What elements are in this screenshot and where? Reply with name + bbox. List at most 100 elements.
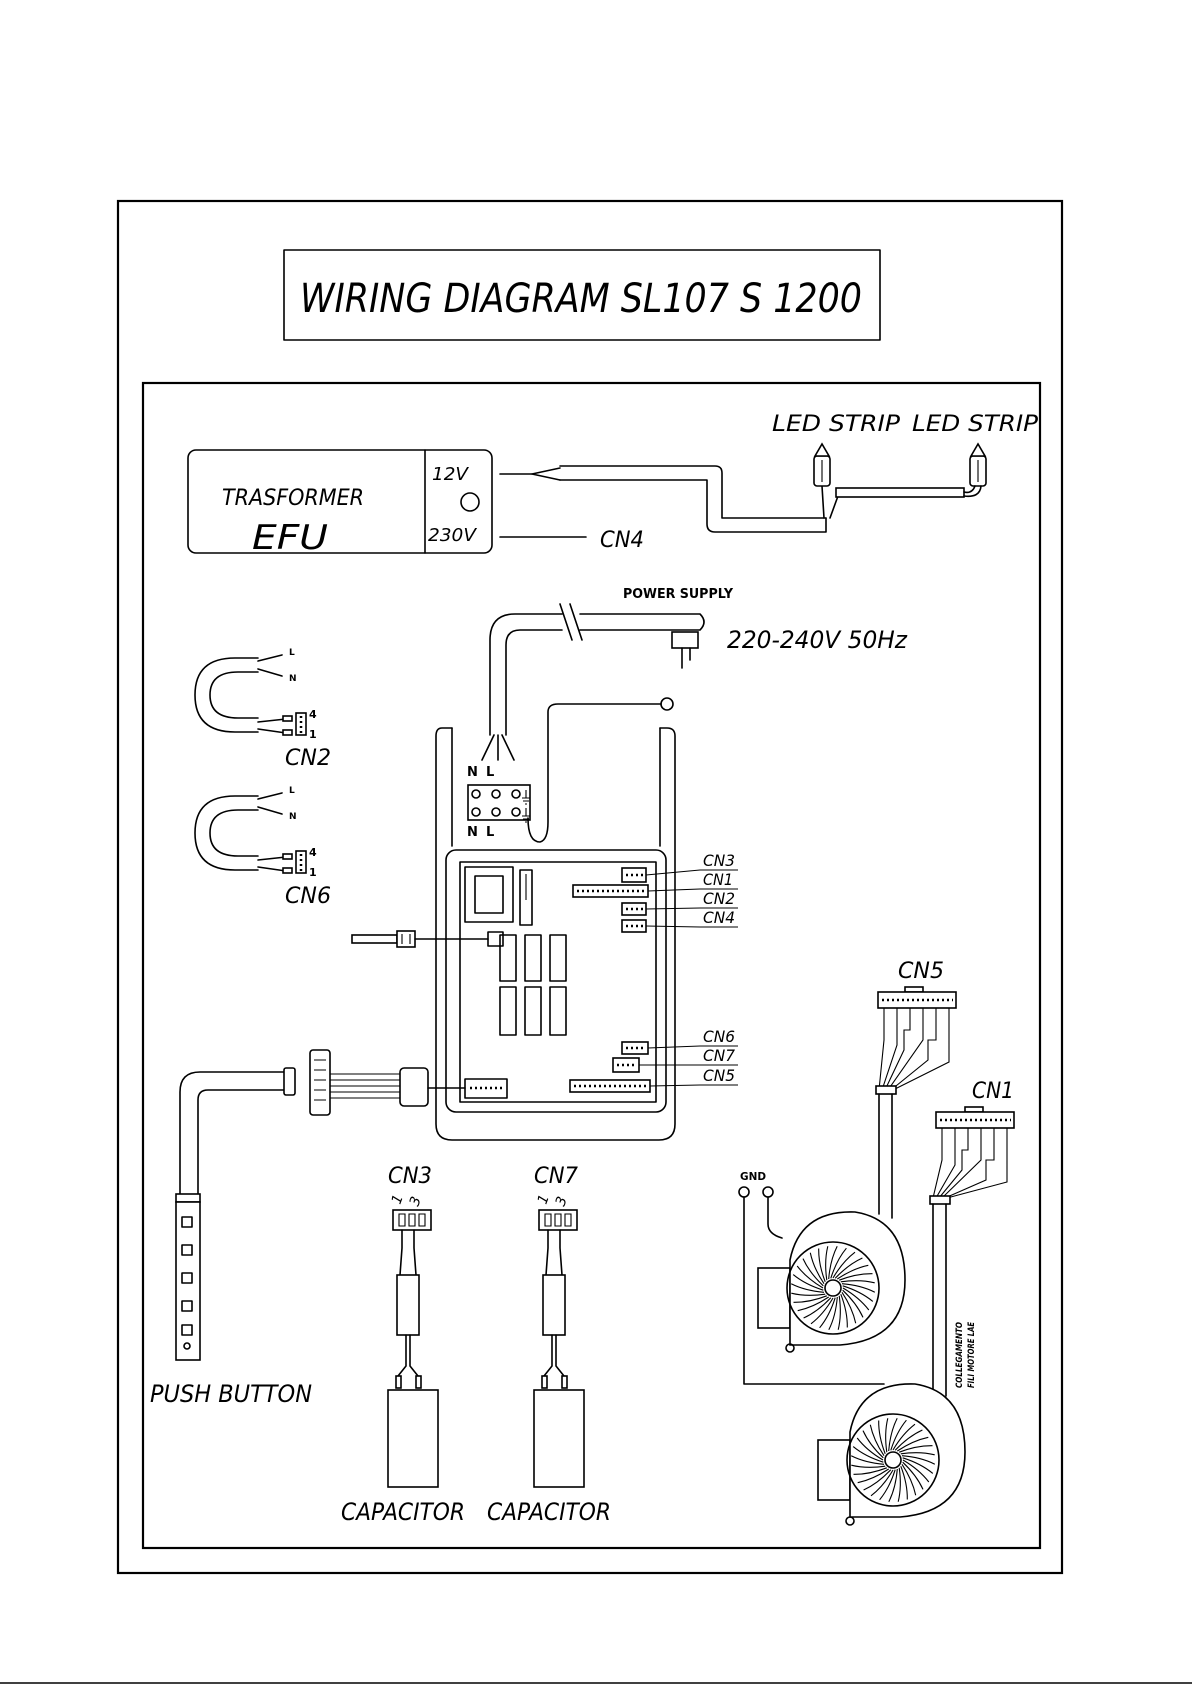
terminal-top-l: L <box>486 765 494 780</box>
cable-ferrule <box>284 1068 295 1095</box>
push-button-label: PUSH BUTTON <box>150 1380 312 1408</box>
wire-sleeve <box>397 1275 419 1335</box>
transformer-indicator-icon <box>461 493 479 511</box>
mount-foot <box>846 1517 854 1525</box>
board-label-cn2: CN2 <box>703 889 735 908</box>
wire <box>482 735 514 760</box>
harness-label: CN2 <box>285 746 331 771</box>
motor-assembly: CN5 CN1 GND COLLEG <box>739 959 1014 1525</box>
ground-ring-terminal-icon <box>739 1187 749 1197</box>
led-strip-body <box>836 488 964 497</box>
cable-outline-outer <box>490 614 562 735</box>
cable-break-icon <box>560 604 582 640</box>
board-label-cn5: CN5 <box>703 1066 735 1085</box>
wire <box>544 1335 564 1376</box>
wire <box>546 1230 562 1275</box>
cable-outline-bottom <box>560 480 826 532</box>
board-label-cn7: CN7 <box>703 1046 736 1065</box>
board-label-cn6: CN6 <box>703 1027 735 1046</box>
harness-label: CN6 <box>285 884 331 909</box>
transformer: TRASFORMER EFU 12V 230V <box>188 450 492 558</box>
cable-outline-outer <box>195 658 258 732</box>
led-strip-label-1: LED STRIP <box>772 412 901 437</box>
transformer-output-label: 12V <box>432 464 470 485</box>
power-supply-cable: POWER SUPPLY 220-240V 50Hz <box>482 587 908 760</box>
connector-cn6 <box>622 1042 648 1054</box>
motor-wires-cn5 <box>879 1008 949 1090</box>
crimp <box>283 730 292 735</box>
wire <box>398 1335 418 1376</box>
pin-label-1: 1 <box>389 1193 407 1207</box>
board-label-cn4: CN4 <box>703 908 735 927</box>
control-box: N L N L <box>436 698 675 1140</box>
terminal-bottom-l: L <box>486 825 494 840</box>
fan-hub <box>825 1280 841 1296</box>
cable-clamp <box>876 1086 896 1094</box>
pin-label-1: 1 <box>309 728 317 741</box>
cable-outline-inner <box>210 672 258 718</box>
diagram-title: WIRING DIAGRAM SL107 S 1200 <box>300 276 862 322</box>
probe-connector <box>397 931 415 947</box>
capacitor-body <box>388 1390 438 1487</box>
ground-ring-terminal-icon <box>763 1187 773 1197</box>
transformer-input-connector: CN4 <box>600 528 644 553</box>
blower-outlet <box>818 1440 850 1500</box>
pin-label-4: 4 <box>309 846 317 859</box>
crimp <box>396 1376 401 1388</box>
plug-pin <box>682 648 690 668</box>
ground-label: GND <box>740 1170 766 1183</box>
terminal-bottom-n: N <box>467 825 478 840</box>
cable-clamp <box>930 1196 950 1204</box>
wire <box>258 655 286 733</box>
connector-cn1 <box>573 885 648 897</box>
board-label-cn3: CN3 <box>703 851 735 870</box>
capacitor-cn3: CN3 1 3 CAPACITOR <box>341 1164 465 1526</box>
harness-cn6: L N 4 1 CN6 <box>195 786 331 909</box>
wire-sleeve <box>543 1275 565 1335</box>
motor-connector-label-cn1: CN1 <box>972 1079 1014 1104</box>
cable-outline-inner <box>198 1090 284 1198</box>
wire <box>400 1230 416 1275</box>
crimp <box>283 716 292 721</box>
ribbon-plug <box>400 1068 428 1106</box>
capacitor-connector-label: CN7 <box>534 1164 578 1189</box>
wire <box>964 486 981 496</box>
fan-hub <box>885 1452 901 1468</box>
arrow-up-icon <box>815 444 829 456</box>
capacitor-connector-label: CN3 <box>388 1164 432 1189</box>
wire <box>258 793 286 871</box>
arrow-up-icon <box>971 444 985 456</box>
power-supply-label: POWER SUPPLY <box>623 587 734 602</box>
terminal-top-n: N <box>467 765 478 780</box>
motor-cable-2 <box>933 1204 946 1400</box>
capacitor-label: CAPACITOR <box>341 1498 465 1526</box>
cable-outline-right <box>580 614 704 630</box>
ground-wire <box>768 1197 782 1238</box>
pin-label-4: 4 <box>309 708 317 721</box>
pin-label-1: 1 <box>535 1193 553 1207</box>
push-button-panel <box>176 1202 200 1360</box>
crimp <box>283 868 292 873</box>
motor-note-line-2: FILI MOTORE LAE <box>967 1321 977 1388</box>
ring-terminal-icon <box>661 698 673 710</box>
cable-outline-inner <box>210 810 258 856</box>
wire-label-l: L <box>289 786 295 796</box>
plug-icon <box>672 632 698 648</box>
capacitor-cn7: CN7 1 3 CAPACITOR <box>487 1164 611 1526</box>
cable-outline-inner <box>506 630 562 735</box>
capacitor-body <box>534 1390 584 1487</box>
motor-connector-label-cn5: CN5 <box>898 959 944 984</box>
motor-note-line-1: COLLEGAMENTO <box>955 1322 965 1388</box>
transformer-model: EFU <box>252 518 328 558</box>
pin-label-3: 3 <box>407 1195 425 1209</box>
led-cable <box>500 466 838 532</box>
probe-body <box>352 935 397 943</box>
connector-cn7 <box>613 1058 639 1072</box>
wire-label-l: L <box>289 648 295 658</box>
led-strip-label-2: LED STRIP <box>912 412 1039 437</box>
pin-label-3: 3 <box>553 1195 571 1209</box>
power-supply-rating: 220-240V 50Hz <box>727 626 908 654</box>
led-strip <box>814 444 986 497</box>
pin-label-1: 1 <box>309 866 317 879</box>
